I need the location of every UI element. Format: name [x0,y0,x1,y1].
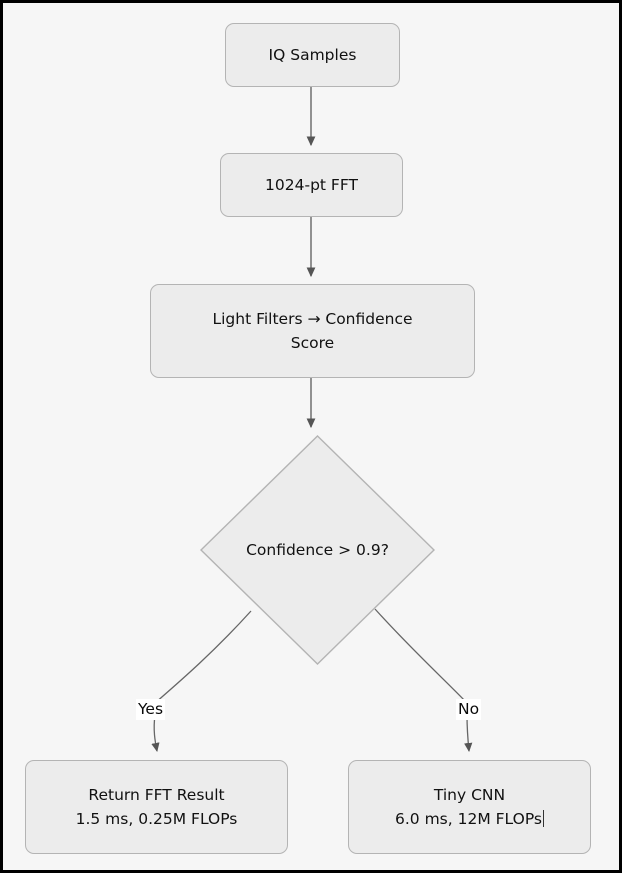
diamond-shape [200,435,435,665]
node-return-fft-result[interactable]: Return FFT Result 1.5 ms, 0.25M FLOPs [25,760,288,854]
text-cursor-caret [542,810,544,827]
node-tiny-cnn[interactable]: Tiny CNN 6.0 ms, 12M FLOPs [348,760,591,854]
node-tiny-cnn-text: Tiny CNN 6.0 ms, 12M FLOPs [395,785,542,828]
node-iq-samples[interactable]: IQ Samples [225,23,400,87]
edge-label-yes: Yes [136,699,166,720]
node-light-filters-label: Light Filters → Confidence Score [212,309,413,352]
node-tiny-cnn-label: Tiny CNN 6.0 ms, 12M FLOPs [349,783,590,831]
node-return-fft-result-label: Return FFT Result 1.5 ms, 0.25M FLOPs [75,785,238,828]
node-1024-pt-fft[interactable]: 1024-pt FFT [220,153,403,217]
node-light-filters-confidence-score[interactable]: Light Filters → Confidence Score [150,284,475,378]
edge-label-no: No [456,699,482,720]
node-confidence-decision-label: Confidence > 0.9? [246,541,389,559]
node-iq-samples-label: IQ Samples [268,45,357,64]
node-confidence-decision[interactable]: Confidence > 0.9? [200,435,435,665]
node-1024-pt-fft-label: 1024-pt FFT [265,175,358,194]
